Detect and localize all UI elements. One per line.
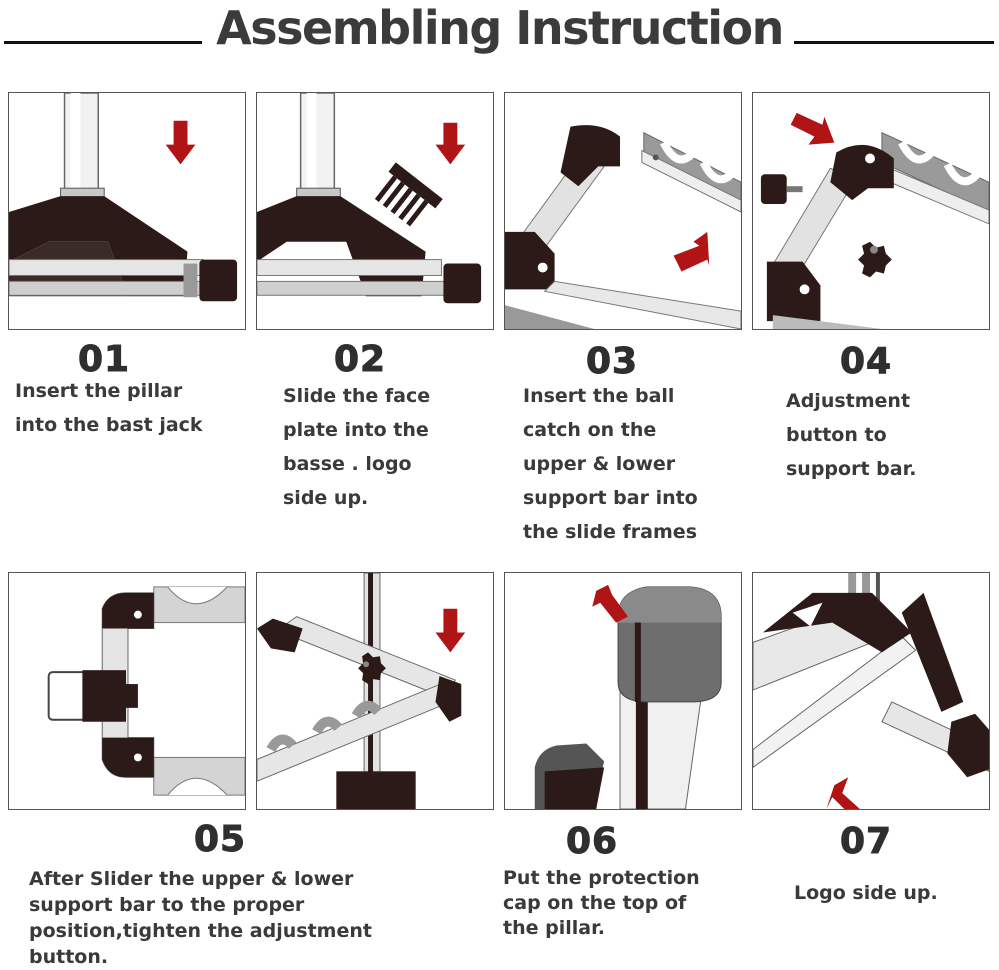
knob-icon	[760, 174, 892, 278]
step-02-caption: Slide the face plate into the basse . lo…	[283, 385, 431, 509]
step-02-illustration	[256, 92, 494, 330]
step-04-illustration	[752, 92, 990, 330]
slider-bar-illustration	[47, 586, 245, 796]
step-06-caption: Put the protection cap on the top of the…	[503, 867, 700, 939]
step-03-number: 03	[585, 341, 639, 382]
diagonal-arrow-icon	[592, 584, 628, 623]
step-06-illustration	[504, 572, 742, 810]
step-05b-illustration	[256, 572, 494, 810]
step-05-caption: After Slider the upper & lower support b…	[29, 868, 372, 968]
pillar-base-illustration	[9, 93, 238, 302]
step-04-number: 04	[839, 341, 893, 382]
down-arrow-icon	[435, 122, 466, 165]
step-03-caption: Insert the ball catch on the upper & low…	[523, 385, 698, 543]
adjustment-button-illustration	[760, 112, 989, 329]
step-02-number: 02	[333, 339, 387, 380]
step-05-illustration	[8, 572, 246, 810]
step-01-number: 01	[77, 339, 131, 380]
step-07-illustration	[752, 572, 990, 810]
down-arrow-icon	[435, 608, 466, 653]
title-rule-left	[4, 41, 202, 44]
face-plate-illustration	[257, 93, 482, 304]
diagonal-arrow-icon	[790, 112, 835, 145]
diagonal-arrow-icon	[826, 777, 860, 809]
step-07-number: 07	[839, 821, 893, 862]
step-01-caption: Insert the pillar into the bast jack	[15, 380, 203, 436]
ball-catch-illustration	[505, 125, 741, 329]
diagonal-arrow-icon	[673, 231, 710, 272]
step-01-illustration	[8, 92, 246, 330]
step-07-caption: Logo side up.	[794, 882, 938, 904]
step-05-number: 05	[193, 819, 247, 860]
title-rule-right	[794, 41, 994, 44]
tighten-button-illustration	[257, 573, 466, 809]
down-arrow-icon	[165, 120, 196, 165]
step-03-illustration	[504, 92, 742, 330]
step-06-number: 06	[565, 821, 619, 862]
protection-cap-illustration	[534, 584, 722, 809]
step-04-caption: Adjustment button to support bar.	[786, 390, 917, 480]
page-title: Assembling Instruction	[216, 1, 784, 55]
logo-side-illustration	[753, 573, 989, 809]
